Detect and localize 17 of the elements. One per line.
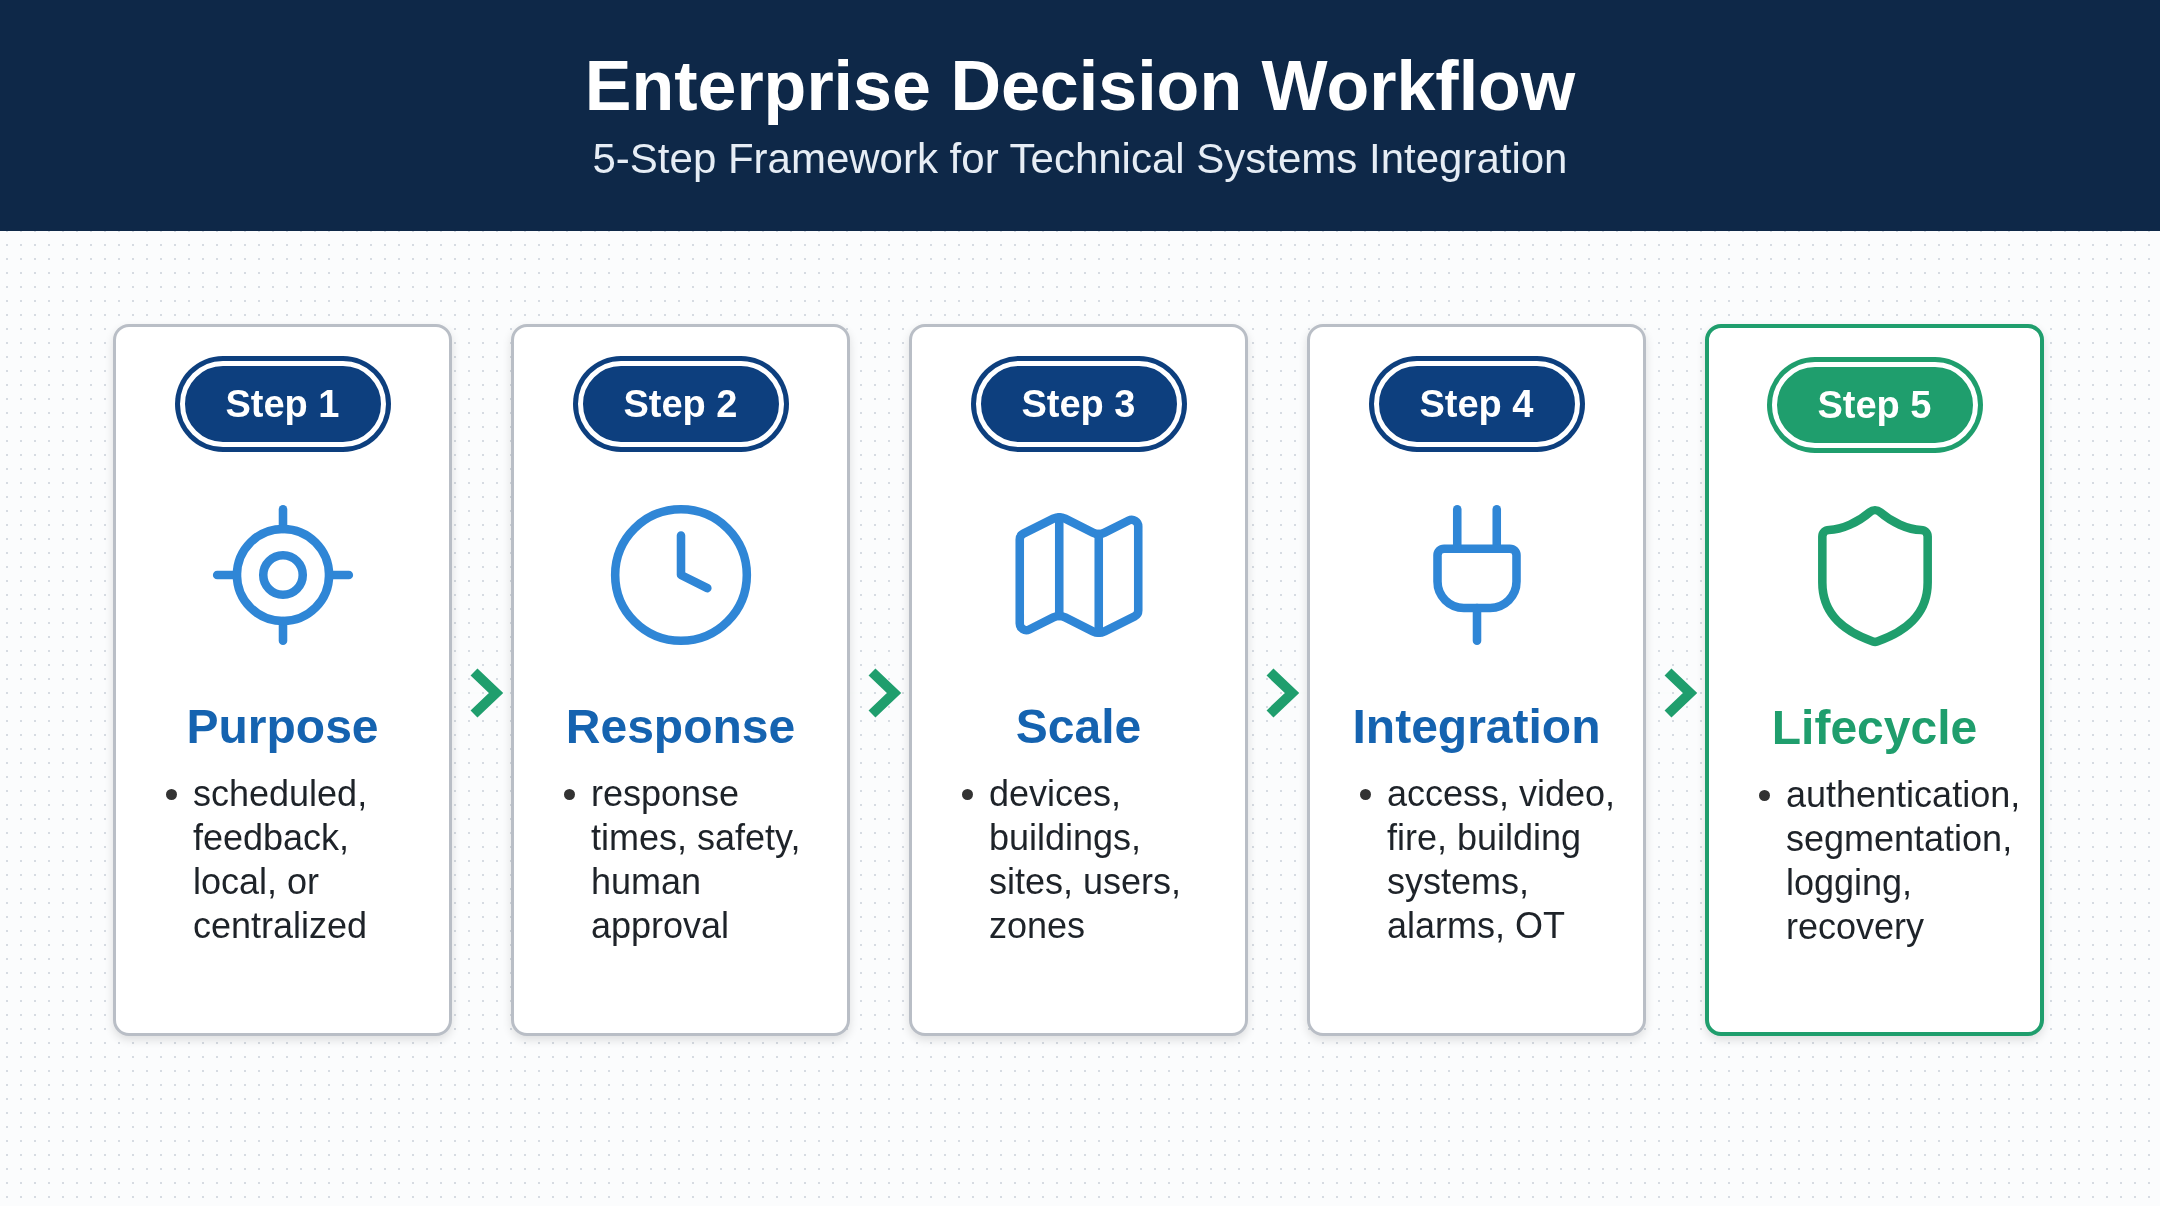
- step-card: [511, 324, 850, 1036]
- bullet-text: devices, buildings, sites, users, zones: [989, 772, 1183, 948]
- step-card: [1705, 324, 2044, 1036]
- title: Enterprise Decision Workflow: [584, 48, 1576, 125]
- step-heading: Integration: [1352, 699, 1601, 754]
- step-card: [113, 324, 452, 1036]
- bullet-text: authentication, segmentation, logging, recovery: [1786, 773, 2022, 949]
- subtitle: 5-Step Framework for Technical Systems Integration: [592, 135, 1568, 183]
- bullet-text: scheduled, feedback, local, or centralized: [193, 772, 369, 948]
- step-heading: Lifecycle: [1771, 700, 1978, 755]
- bullet-text: response times, safety, human approval: [591, 772, 802, 948]
- step-heading: Response: [565, 699, 796, 754]
- step-card: [1307, 324, 1646, 1036]
- step-heading: Scale: [1015, 699, 1142, 754]
- step-card: [909, 324, 1248, 1036]
- step-heading: Purpose: [186, 699, 379, 754]
- bullet-text: access, video, fire, building systems, alarms, OT: [1387, 772, 1617, 948]
